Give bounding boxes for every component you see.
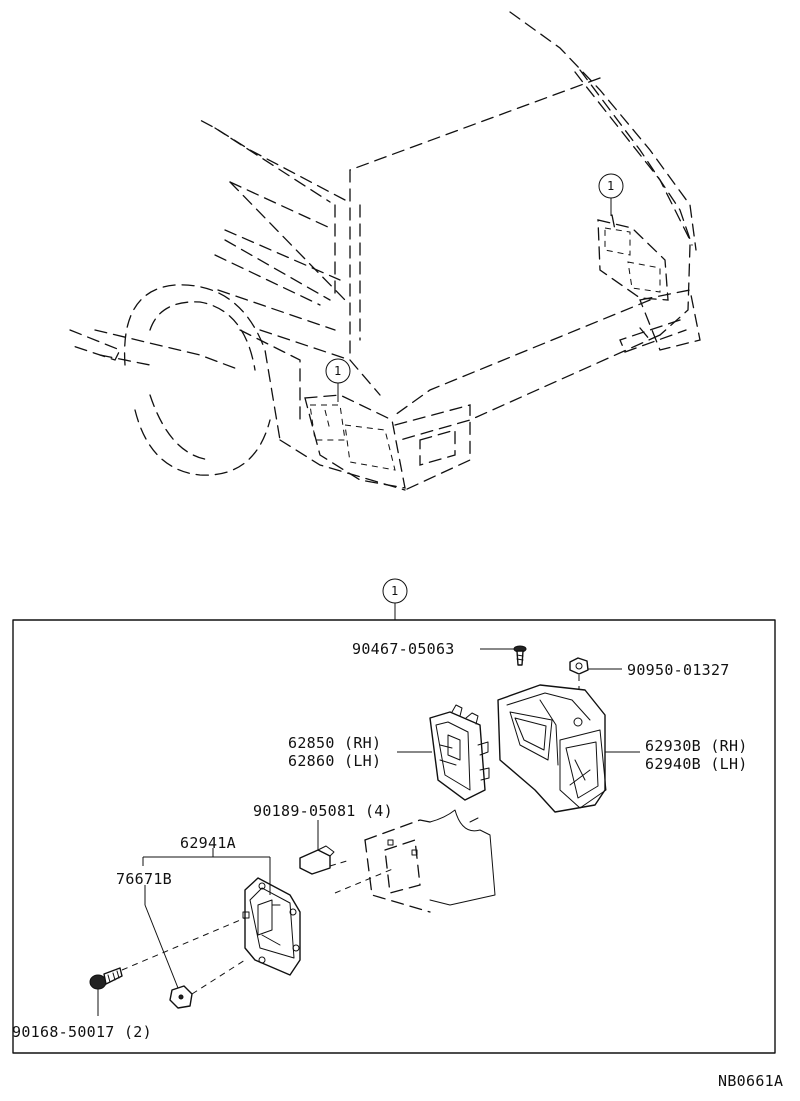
nut-part — [569, 657, 622, 712]
label-duct-rh: 62930B (RH) — [645, 737, 748, 755]
callout-label-detail: 1 — [391, 584, 398, 598]
callout-bubble-right-lamp — [598, 173, 624, 199]
label-plate: 62941A — [180, 834, 236, 852]
body-section — [364, 809, 496, 913]
callout-label-right-lamp: 1 — [607, 179, 614, 193]
screw-top-part — [480, 645, 527, 666]
detail-callout: 1 — [382, 578, 408, 620]
detail-frame — [12, 619, 776, 1054]
damper-part — [169, 959, 246, 1009]
label-screw-top: 90467-05063 — [352, 640, 455, 658]
label-duct-lh: 62940B (LH) — [645, 755, 748, 773]
label-lamp-socket-lh: 62860 (LH) — [288, 752, 381, 770]
label-clip: 90189-05081 (4) — [253, 802, 393, 820]
callout-bubble-left-lamp — [325, 358, 351, 384]
callout-label-left-lamp: 1 — [334, 364, 341, 378]
label-damper: 76671B — [116, 870, 172, 888]
lamp-socket-part — [397, 704, 490, 801]
label-nut: 90950-01327 — [627, 661, 730, 679]
label-screw-bottom: 90168-50017 (2) — [12, 1023, 152, 1041]
duct-part — [497, 684, 640, 813]
clip-part — [299, 820, 396, 894]
figure-code: NB0661A — [718, 1072, 783, 1090]
label-lamp-socket-rh: 62850 (RH) — [288, 734, 381, 752]
screw-bottom-part — [89, 917, 246, 1016]
vehicle-rear-view: 1 1 — [69, 11, 701, 491]
plate-part — [242, 877, 301, 976]
plate-leaders — [142, 848, 271, 989]
